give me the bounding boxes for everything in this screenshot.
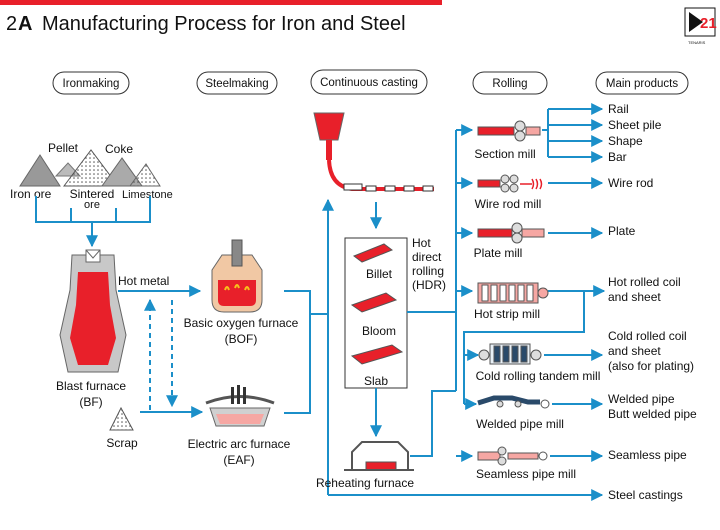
stage-label: Rolling [492, 78, 527, 90]
plate-mill-label: Plate mill [474, 246, 523, 260]
product-steel-castings: Steel castings [608, 488, 683, 502]
hdr-label-3: rolling [412, 264, 444, 278]
hot-metal-label: Hot metal [118, 274, 169, 288]
logo-number: 21 [700, 15, 717, 32]
stage-header-main-products: Main products [595, 71, 689, 95]
seamless-pipe-mill-label: Seamless pipe mill [476, 467, 576, 481]
hdr-label-1: Hot [412, 236, 431, 250]
product-wire-rod: Wire rod [608, 176, 653, 190]
scrap-pile-icon [109, 406, 134, 431]
pellet-label: Pellet [48, 141, 79, 155]
bof-abbr: (BOF) [225, 332, 258, 346]
product-welded-pipe: Welded pipe [608, 392, 675, 406]
eaf-abbr: (EAF) [223, 453, 254, 467]
title-accent-bar [0, 0, 442, 5]
stage-header-rolling: Rolling [472, 71, 548, 95]
hot-strip-mill-icon [477, 282, 549, 304]
semi-products-box [344, 237, 408, 389]
welded-pipe-mill-icon [477, 395, 550, 409]
product-shape: Shape [608, 134, 643, 148]
cold-tandem-mill-label: Cold rolling tandem mill [476, 369, 601, 383]
hot-strip-mill-label: Hot strip mill [474, 307, 540, 321]
stage-label: Main products [606, 78, 678, 90]
raw-material-piles [19, 149, 161, 187]
billet-icon [352, 243, 394, 263]
product-cold-rolled-2: and sheet [608, 344, 661, 358]
stage-label: Continuous casting [320, 77, 418, 89]
product-cold-rolled-1: Cold rolled coil [608, 329, 687, 343]
reheating-furnace-icon [344, 441, 414, 471]
title-number: 2 [6, 13, 17, 35]
hdr-label-4: (HDR) [412, 278, 446, 292]
product-plate: Plate [608, 224, 636, 238]
cold-tandem-mill-icon [478, 343, 542, 365]
logo-text: TENARIS [688, 40, 706, 45]
stage-label: Steelmaking [205, 78, 268, 90]
steel-merge-line [284, 290, 311, 414]
blast-furnace-icon [59, 249, 127, 373]
product-seamless-pipe: Seamless pipe [608, 448, 687, 462]
reheat-feed-line [410, 390, 456, 457]
slab-label: Slab [364, 374, 388, 388]
stage-label: Ironmaking [63, 78, 120, 90]
stage-header-continuous-casting: Continuous casting [310, 69, 428, 95]
page-title: Manufacturing Process for Iron and Steel [42, 13, 406, 35]
blast-furnace-abbr: (BF) [79, 395, 102, 409]
bof-label: Basic oxygen furnace [184, 316, 299, 330]
blast-furnace-label: Blast furnace [56, 379, 126, 393]
section-mill-label: Section mill [474, 147, 535, 161]
seamless-pipe-mill-icon [477, 446, 548, 466]
welded-pipe-mill-label: Welded pipe mill [476, 417, 564, 431]
title-letter: A [18, 13, 32, 35]
product-butt-welded-pipe: Butt welded pipe [608, 407, 697, 421]
bloom-icon [350, 292, 398, 313]
sintered-ore-label-2: ore [84, 199, 100, 211]
billet-label: Billet [366, 267, 393, 281]
wire-rod-mill-icon [477, 174, 543, 193]
scrap-label: Scrap [106, 436, 138, 450]
product-hot-rolled-2: and sheet [608, 290, 661, 304]
brand-logo: 21 TENARIS [684, 7, 717, 45]
eaf-icon [205, 385, 275, 427]
coke-label: Coke [105, 142, 133, 156]
hot-strip-to-downstream-line [463, 291, 585, 404]
stage-header-ironmaking: Ironmaking [52, 71, 130, 95]
limestone-label: Limestone [122, 189, 173, 201]
bof-icon [211, 239, 263, 313]
stage-header-steelmaking: Steelmaking [196, 71, 278, 95]
slab-icon [350, 344, 404, 365]
reheating-furnace-label: Reheating furnace [316, 476, 414, 490]
bloom-label: Bloom [362, 324, 396, 338]
product-sheet-pile: Sheet pile [608, 118, 662, 132]
hdr-label-2: direct [412, 250, 442, 264]
product-cold-rolled-3: (also for plating) [608, 359, 694, 373]
plate-mill-icon [477, 222, 545, 244]
eaf-label: Electric arc furnace [188, 437, 291, 451]
product-hot-rolled-1: Hot rolled coil [608, 275, 681, 289]
iron-ore-label: Iron ore [10, 187, 52, 201]
wire-rod-mill-label: Wire rod mill [475, 197, 542, 211]
continuous-caster-icon [313, 112, 434, 192]
section-mill-icon [477, 120, 541, 142]
sintered-ore-label-1: Sintered [70, 187, 115, 201]
product-rail: Rail [608, 102, 629, 116]
product-bar: Bar [608, 150, 627, 164]
